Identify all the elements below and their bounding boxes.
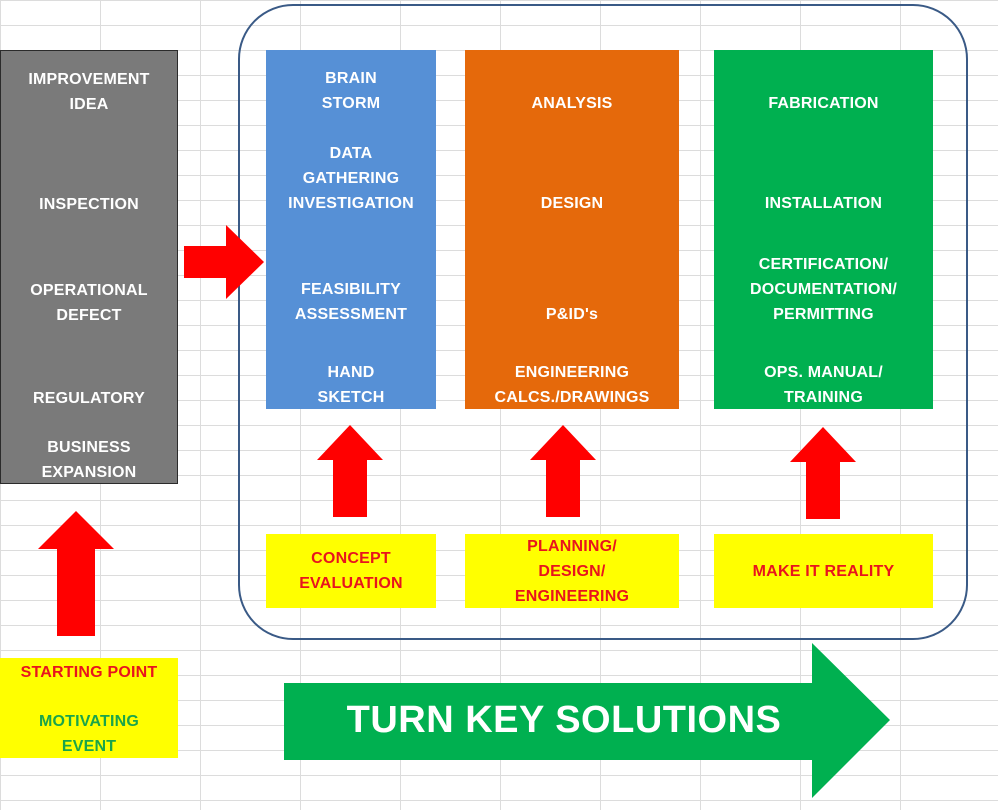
up-arrow-concept — [317, 425, 383, 517]
step-pid: P&ID's — [545, 306, 599, 323]
turn-key-solutions-label: TURN KEY SOLUTIONS — [346, 699, 782, 741]
up-arrow-starting-point — [38, 511, 114, 636]
stage-planning-design-engineering: PLANNING/DESIGN/ENGINEERING — [465, 534, 679, 608]
event-regulatory: REGULATORY — [33, 390, 145, 407]
step-design: DESIGN — [540, 195, 604, 212]
starting-point-label: STARTING POINT — [20, 664, 158, 681]
stages-frame — [238, 4, 968, 640]
event-inspection: INSPECTION — [39, 196, 139, 213]
turn-key-solutions-arrow: TURN KEY SOLUTIONS — [284, 643, 890, 798]
step-certification: CERTIFICATION/DOCUMENTATION/PERMITTING — [749, 256, 898, 323]
step-fabrication: FABRICATION — [768, 95, 879, 112]
reality-column: FABRICATION INSTALLATION CERTIFICATION/D… — [714, 50, 933, 409]
step-installation: INSTALLATION — [764, 195, 883, 212]
step-ops-manual: OPS. MANUAL/TRAINING — [764, 364, 883, 406]
stage-make-it-reality: MAKE IT REALITY — [714, 534, 933, 608]
right-arrow — [184, 225, 264, 299]
step-analysis: ANALYSIS — [531, 95, 613, 112]
up-arrow-design — [530, 425, 596, 517]
up-arrow-reality — [790, 427, 856, 519]
